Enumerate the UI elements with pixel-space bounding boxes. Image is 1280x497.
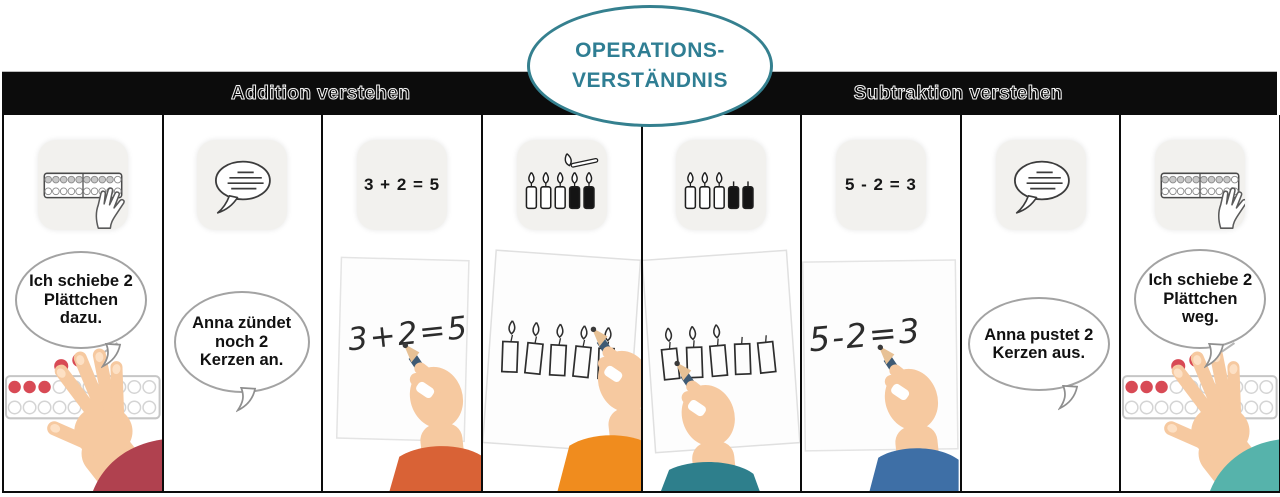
column-grid: Ich schiebe 2 Plättchen dazu. [2, 115, 1280, 493]
writing-scene-add: 3+2=5 [323, 255, 481, 491]
sketched-candles [660, 324, 777, 381]
frame-hand-scene [4, 340, 162, 491]
header-addition-label: Addition verstehen [231, 82, 411, 104]
twenty-frame-hand-icon [37, 140, 128, 230]
hand-illustration [1164, 348, 1279, 491]
drawing-candles-illustration [642, 249, 801, 491]
header-addition: Addition verstehen [2, 72, 640, 115]
column-speech-add: Anna zündet noch 2 Kerzen an. [163, 115, 324, 491]
column-frame-sub: Ich schiebe 2 Plättchen weg. [1121, 115, 1279, 491]
sleeve [869, 448, 959, 491]
writing-hand-illustration: 5-2=3 [802, 259, 959, 491]
twenty-frame-hand-icon [1155, 140, 1246, 230]
column-candles-add [482, 115, 643, 491]
speech-bubble-icon [197, 140, 288, 230]
bubble-text: Ich schiebe 2 Plättchen weg. [1148, 271, 1253, 327]
equation-card-sub: 5 - 2 = 3 [835, 140, 926, 230]
title-badge: OPERATIONS- VERSTÄNDNIS [527, 5, 773, 127]
speech-bubble: Anna zündet noch 2 Kerzen an. [173, 291, 310, 413]
hand-with-pencil [557, 326, 641, 491]
equation-text: 5 - 2 = 3 [845, 175, 917, 194]
bubble-text: Anna zündet noch 2 Kerzen an. [192, 314, 292, 370]
column-equation-sub: 5 - 2 = 3 5-2=3 [802, 115, 962, 491]
frame-hand-scene [1121, 340, 1279, 491]
match-glyph [564, 153, 599, 168]
candles-blown-out-icon [676, 140, 767, 230]
candles-being-lit-icon [516, 140, 607, 230]
writing-scene-sub: 5-2=3 [802, 255, 960, 491]
bubble-tail [1204, 343, 1225, 369]
hand-with-pencil [389, 342, 481, 491]
equation-text: 3 + 2 = 5 [364, 175, 441, 194]
bubble-tail [235, 387, 256, 413]
title-line1: OPERATIONS- [575, 38, 725, 62]
header-subtraktion-label: Subtraktion verstehen [853, 82, 1063, 104]
speech-bubble-icon [995, 140, 1086, 230]
equation-card-add: 3 + 2 = 5 [357, 140, 448, 230]
writing-hand-illustration: 3+2=5 [336, 256, 481, 491]
twenty-frame-hand-glyph [43, 172, 125, 229]
header-subtraktion: Subtraktion verstehen [640, 72, 1278, 115]
sleeve [660, 462, 760, 491]
bubble-tail [101, 343, 122, 369]
speech-bubble: Ich schiebe 2 Plättchen dazu. [15, 251, 147, 369]
counting-frame-hand-illustration [5, 342, 162, 491]
sleeve [389, 446, 481, 491]
bubble-text: Ich schiebe 2 Plättchen dazu. [29, 272, 133, 328]
bubble-text: Anna pustet 2 Kerzen aus. [984, 325, 1094, 362]
speech-bubble: Ich schiebe 2 Plättchen weg. [1134, 249, 1267, 369]
drawing-scene-add [482, 245, 641, 491]
candles-blown-glyph [684, 171, 755, 210]
column-candles-sub [642, 115, 803, 491]
sleeve [93, 439, 162, 491]
drawing-scene-sub [642, 245, 801, 491]
speech-bubble-glyph [1013, 160, 1070, 214]
column-speech-sub: Anna pustet 2 Kerzen aus. [961, 115, 1122, 491]
speech-bubble: Anna pustet 2 Kerzen aus. [967, 297, 1110, 411]
column-frame-add: Ich schiebe 2 Plättchen dazu. [4, 115, 164, 491]
twenty-frame-hand-glyph [1160, 172, 1246, 229]
counting-frame-hand-illustration [1122, 342, 1279, 491]
sleeve [557, 435, 641, 491]
hand-with-pencil [660, 360, 760, 491]
bubble-tail [1057, 385, 1078, 411]
hand-with-pencil [869, 344, 959, 491]
column-equation-add: 3 + 2 = 5 3+2=5 [323, 115, 483, 491]
sleeve [1210, 439, 1279, 491]
hand-illustration [47, 348, 162, 491]
drawing-candles-illustration [482, 249, 641, 491]
speech-bubble-glyph [215, 160, 272, 214]
title-line2: VERSTÄNDNIS [571, 69, 729, 92]
candles-lighting-glyph [525, 153, 599, 210]
